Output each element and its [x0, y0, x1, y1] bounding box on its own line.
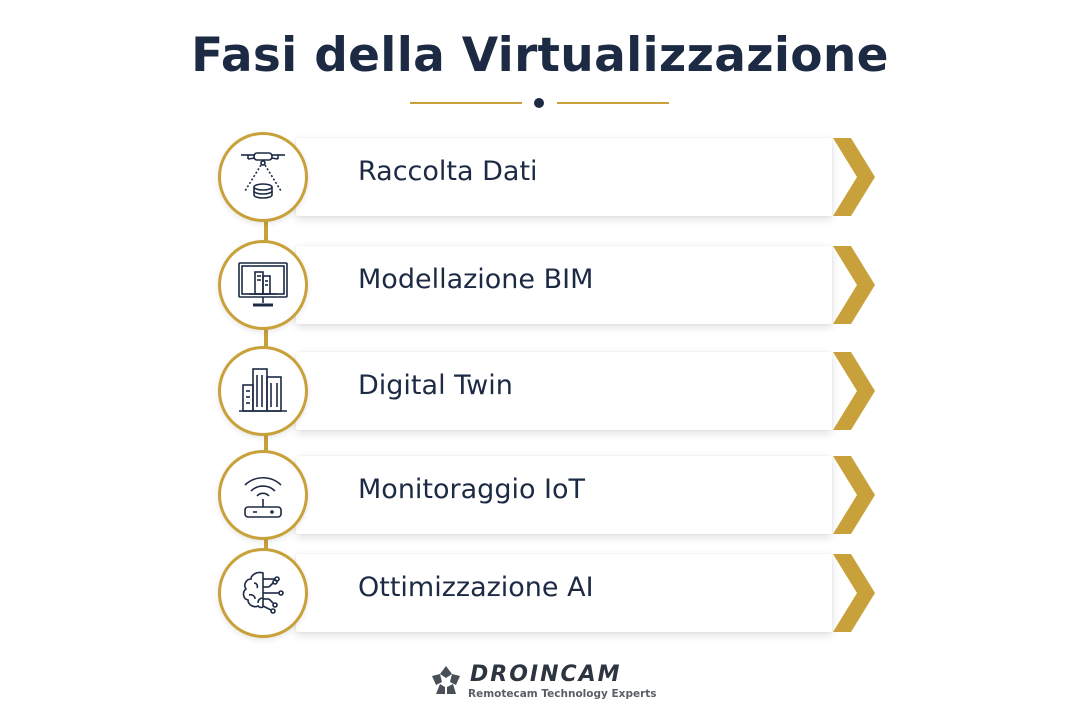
- title-divider: [0, 94, 1080, 112]
- buildings-icon: [239, 368, 287, 412]
- chevron-right-icon: [833, 554, 875, 632]
- step-icon-circle: [218, 548, 308, 638]
- ai-brain-icon: [242, 571, 284, 614]
- step-banner: [296, 138, 832, 216]
- chevron-right-icon: [833, 456, 875, 534]
- step-banner: [296, 456, 832, 534]
- step-icon-circle: [218, 132, 308, 222]
- step-raccolta-dati: Raccolta Dati: [0, 132, 1080, 222]
- step-icon-circle: [218, 346, 308, 436]
- step-ottimizzazione-ai: Ottimizzazione AI: [0, 548, 1080, 638]
- wifi-router-icon: [244, 476, 282, 518]
- logo-tagline: Remotecam Technology Experts: [468, 688, 657, 700]
- divider-line-right: [557, 102, 669, 104]
- step-banner: [296, 352, 832, 430]
- step-label: Digital Twin: [358, 370, 513, 401]
- aperture-logo-icon: [432, 666, 460, 694]
- divider-dot: [534, 98, 544, 108]
- step-modellazione-bim: Modellazione BIM: [0, 240, 1080, 330]
- step-label: Monitoraggio IoT: [358, 474, 586, 505]
- step-icon-circle: [218, 450, 308, 540]
- monitor-building-icon: [238, 262, 288, 307]
- droincam-logo: DROINCAM Remotecam Technology Experts: [0, 660, 1080, 710]
- page-title: Fasi della Virtualizzazione: [191, 28, 889, 83]
- chevron-right-icon: [833, 352, 875, 430]
- step-label: Ottimizzazione AI: [358, 572, 594, 603]
- step-digital-twin: Digital Twin: [0, 346, 1080, 436]
- step-monitoraggio-iot: Monitoraggio IoT: [0, 450, 1080, 540]
- chevron-right-icon: [833, 246, 875, 324]
- step-label: Raccolta Dati: [358, 156, 538, 187]
- chevron-right-icon: [833, 138, 875, 216]
- drone-scan-icon: [241, 152, 285, 199]
- step-banner: [296, 246, 832, 324]
- logo-name: DROINCAM: [470, 662, 622, 687]
- step-banner: [296, 554, 832, 632]
- step-label: Modellazione BIM: [358, 264, 594, 295]
- step-icon-circle: [218, 240, 308, 330]
- divider-line-left: [410, 102, 522, 104]
